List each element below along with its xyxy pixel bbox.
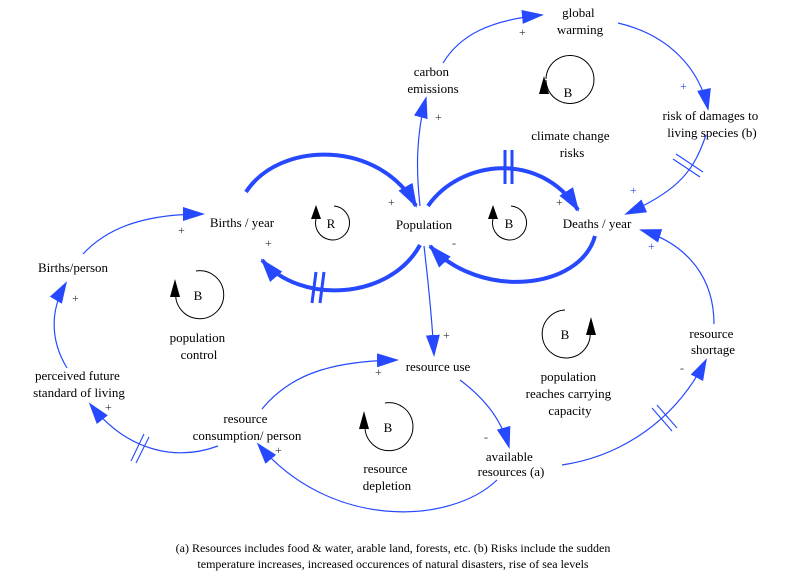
polarity-population-births: +: [265, 236, 272, 250]
polarity-consumption-resourceuse: +: [375, 365, 382, 379]
link-warming-to-risk: [617, 22, 711, 111]
node-births-year: Births / year: [210, 215, 275, 230]
node-resource-consumption: resource consumption/ person: [193, 411, 302, 443]
loop-name-resource-depletion: resource depletion: [363, 461, 412, 493]
node-available-resources: available resources (a): [478, 449, 545, 479]
polarity-available-consumption: +: [275, 443, 282, 457]
causal-loop-diagram: + + + + + + + - + + + + + - + - + global…: [33, 5, 762, 513]
node-births-person: Births/person: [38, 260, 109, 275]
loop-type-population-control: B: [194, 288, 203, 303]
delay-mark-consumption-perceived: [130, 433, 150, 464]
link-available-to-consumption: [256, 442, 498, 513]
node-perceived-future: perceived future standard of living: [33, 368, 125, 400]
node-carbon-emissions: carbon emissions: [407, 64, 458, 96]
link-population-to-carbon: [414, 96, 428, 207]
loop-marker-balancing-deaths: B: [488, 205, 527, 241]
polarity-population-resourceuse: +: [443, 328, 450, 342]
loop-arrow-icon: [311, 205, 321, 219]
link-consumption-to-perceived: [88, 402, 219, 454]
loop-arrow-icon: [488, 205, 498, 219]
polarity-risk-deaths: +: [630, 183, 637, 197]
loop-name-carrying-capacity: population reaches carrying capacity: [526, 369, 615, 418]
node-global-warming: global warming: [557, 5, 604, 37]
loop-arrow-icon: [170, 279, 180, 297]
loop-marker-resource-depletion: B resource depletion: [359, 402, 414, 493]
polarity-shortage-deaths: +: [648, 239, 655, 253]
polarity-perceived-birthsperson: +: [72, 291, 79, 305]
loop-type-balancing-deaths: B: [505, 216, 514, 231]
node-resource-use: resource use: [406, 359, 471, 374]
delay-mark-risk-deaths: [672, 153, 704, 178]
loop-name-climate: climate change risks: [531, 128, 613, 160]
loop-circle-population-control: [175, 270, 225, 320]
loop-type-resource-depletion: B: [384, 420, 393, 435]
loop-arrow-icon: [586, 317, 596, 335]
loop-name-population-control: population control: [170, 330, 229, 362]
caption-line-1: (a) Resources includes food & water, ara…: [175, 541, 611, 555]
node-resource-shortage: resource shortage: [689, 326, 736, 357]
loop-type-reinforcing: R: [327, 216, 336, 231]
loop-marker-reinforcing: R: [311, 205, 350, 241]
caption-line-2: temperature increases, increased occuren…: [197, 557, 589, 571]
link-population-to-resource-use: [423, 245, 440, 357]
link-deaths-to-population: [428, 235, 597, 284]
polarity-available-shortage: -: [680, 361, 684, 375]
node-deaths-year: Deaths / year: [563, 216, 632, 231]
link-available-to-shortage: [561, 358, 707, 466]
link-population-to-births: [260, 244, 422, 293]
loop-marker-carrying-capacity: B population reaches carrying capacity: [526, 309, 615, 418]
polarity-resourceuse-available: -: [484, 430, 488, 444]
loop-circle-balancing-deaths: [492, 205, 527, 241]
loop-marker-climate: B climate change risks: [531, 55, 613, 160]
loop-arrow-icon: [359, 411, 369, 429]
delay-mark-available-shortage: [651, 404, 678, 432]
polarity-population-deaths: +: [556, 195, 563, 209]
figure-caption: (a) Resources includes food & water, ara…: [0, 540, 786, 572]
node-risk-damages: risk of damages to living species (b): [663, 108, 762, 140]
polarity-birthsperson-births: +: [178, 223, 185, 237]
loop-circle-reinforcing: [315, 205, 350, 241]
polarity-carbon-warming: +: [519, 25, 526, 39]
polarity-population-carbon: +: [435, 110, 442, 124]
loop-marker-population-control: B population control: [170, 270, 229, 362]
link-population-to-deaths: [426, 166, 580, 212]
link-consumption-to-resource-use: [261, 353, 399, 410]
loop-type-climate: B: [564, 85, 573, 100]
polarity-births-population: +: [388, 195, 395, 209]
loop-circle-carrying-capacity: [541, 309, 591, 359]
link-shortage-to-deaths: [639, 229, 715, 325]
polarity-deaths-population: -: [452, 236, 456, 250]
polarity-warming-risk: +: [680, 79, 687, 93]
loop-circle-climate: [545, 55, 595, 104]
link-perceived-to-births-person: [49, 281, 68, 369]
loop-type-carrying-capacity: B: [561, 327, 570, 342]
loop-arrow-icon: [539, 76, 549, 94]
link-carbon-to-warming: [442, 9, 544, 64]
node-population: Population: [396, 217, 453, 232]
loop-circle-resource-depletion: [364, 402, 414, 452]
link-resource-use-to-available: [459, 379, 511, 449]
link-births-to-population: [244, 152, 418, 208]
delay-mark-population-deaths: [503, 150, 514, 184]
link-births-person-to-births: [82, 207, 205, 255]
link-risk-to-deaths: [624, 134, 707, 215]
delay-mark-population-births: [310, 271, 326, 304]
polarity-consumption-perceived: +: [105, 400, 112, 414]
